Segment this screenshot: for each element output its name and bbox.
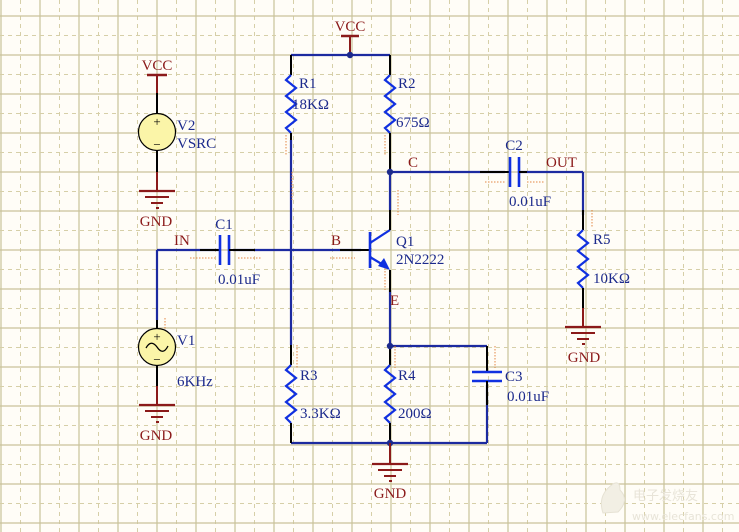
value-r1: 18KΩ: [292, 97, 329, 113]
voltage-source-v1[interactable]: + − V1 6KHz: [137, 320, 214, 390]
minus-sign: −: [153, 137, 160, 152]
value-v2: VSRC: [177, 136, 216, 152]
designator-v2: V2: [177, 118, 195, 134]
gnd-symbol-main: GND: [372, 443, 408, 502]
net-label-gnd-r5: GND: [568, 350, 601, 366]
designator-c3: C3: [505, 369, 523, 385]
net-label-e: E: [390, 293, 399, 309]
plus-sign: +: [153, 114, 160, 129]
value-r4: 200Ω: [398, 406, 432, 422]
designator-r5: R5: [593, 232, 611, 248]
minus-sign: −: [153, 352, 160, 367]
designator-c2: C2: [505, 138, 523, 154]
designator-c1: C1: [215, 217, 233, 233]
net-label-gnd-v2: GND: [140, 214, 173, 230]
designator-r1: R1: [299, 76, 317, 92]
plus-sign: +: [153, 329, 160, 344]
net-label-vcc-top: VCC: [335, 19, 366, 35]
junction-dot: [386, 342, 394, 350]
gnd-symbol-r5: GND: [565, 308, 601, 366]
voltage-source-v2[interactable]: VCC + − V2 VSRC: [137, 58, 217, 172]
watermark-cn: 电子发烧友: [633, 488, 698, 504]
value-v1: 6KHz: [177, 374, 213, 390]
value-r3: 3.3KΩ: [300, 406, 341, 422]
value-r5: 10KΩ: [593, 271, 630, 287]
gnd-symbol-v1: GND: [139, 386, 175, 444]
designator-v1: V1: [177, 333, 195, 349]
watermark: 电子发烧友 www.elecfans.com: [600, 482, 734, 523]
resistor-r3[interactable]: R3 3.3KΩ: [284, 345, 341, 443]
gnd-symbol-v2: GND: [139, 172, 175, 230]
junction-dot: [346, 51, 354, 59]
resistor-r2[interactable]: R2 675Ω: [383, 55, 430, 172]
net-label-gnd-v1: GND: [140, 428, 173, 444]
resistor-r1[interactable]: R1 18KΩ: [284, 55, 329, 140]
value-q1: 2N2222: [396, 252, 444, 268]
designator-r4: R4: [398, 368, 416, 384]
watermark-url: www.elecfans.com: [632, 510, 734, 523]
capacitor-c2[interactable]: C2 0.01uF: [480, 138, 551, 210]
designator-r3: R3: [300, 368, 318, 384]
ratsnest-marks: [164, 135, 593, 368]
value-c2: 0.01uF: [509, 194, 551, 210]
resistor-r4[interactable]: R4 200Ω: [383, 346, 432, 443]
designator-q1: Q1: [396, 234, 414, 250]
sine-wave-icon: [145, 342, 169, 352]
capacitor-c3[interactable]: C3 0.01uF: [472, 346, 549, 405]
net-label-b: B: [331, 233, 341, 249]
vcc-power-symbol-top: VCC: [335, 19, 366, 55]
designator-r2: R2: [398, 76, 416, 92]
value-c3: 0.01uF: [507, 389, 549, 405]
net-label-c: C: [408, 155, 418, 171]
net-label-vcc-v2: VCC: [142, 58, 173, 74]
capacitor-c1[interactable]: C1 0.01uF: [200, 217, 260, 288]
value-r2: 675Ω: [396, 115, 430, 131]
transistor-q1[interactable]: Q1 2N2222: [340, 210, 444, 292]
emitter-arrow-icon: [378, 258, 390, 270]
junction-dot: [386, 168, 394, 176]
net-label-out: OUT: [546, 155, 577, 171]
net-label-in: IN: [174, 233, 190, 249]
resistor-r5[interactable]: R5 10KΩ: [576, 210, 630, 308]
value-c1: 0.01uF: [218, 272, 260, 288]
net-label-gnd-main: GND: [374, 486, 407, 502]
